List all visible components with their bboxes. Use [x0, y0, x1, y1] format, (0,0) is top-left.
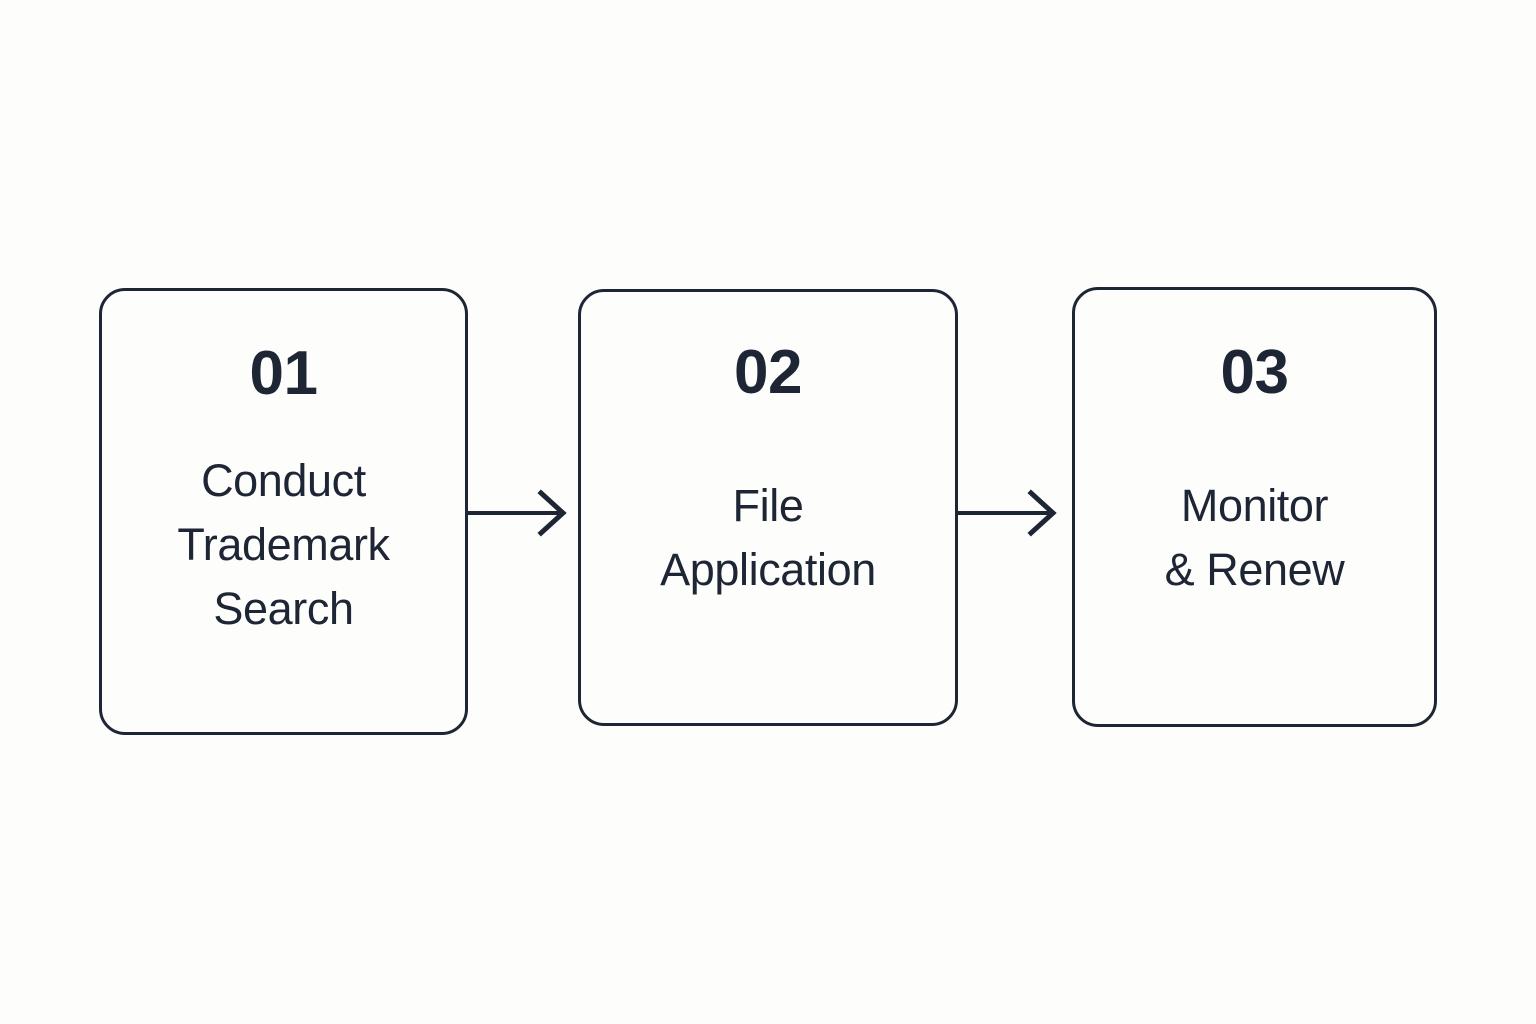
step-card-03[interactable]: 03 Monitor & Renew [1072, 287, 1437, 727]
step-label-03: Monitor & Renew [1164, 480, 1345, 595]
connector-arrow-01-to-02 [463, 478, 573, 548]
step-card-02[interactable]: 02 File Application [578, 289, 958, 726]
step-card-01[interactable]: 01 Conduct Trademark Search [99, 288, 468, 735]
step-label-01: Conduct Trademark Search [177, 455, 390, 634]
step-number-02: 02 [734, 338, 802, 407]
step-label-02: File Application [660, 480, 876, 595]
arrow-right-icon [957, 489, 1057, 537]
step-number-03: 03 [1220, 338, 1289, 407]
arrow-right-icon [467, 489, 567, 537]
connector-arrow-02-to-03 [953, 478, 1063, 548]
step-number-01: 01 [249, 339, 318, 408]
